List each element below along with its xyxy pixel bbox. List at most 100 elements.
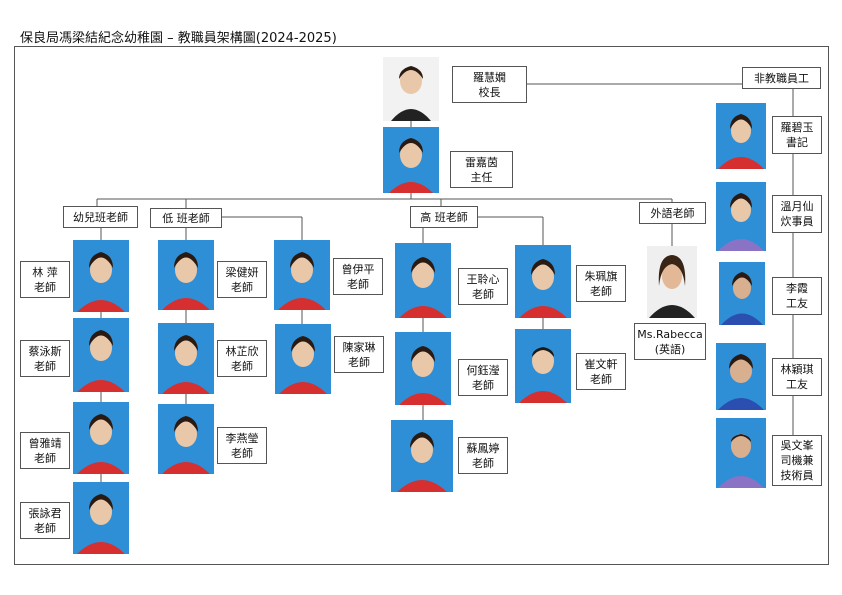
principal-role: 校長 [478, 85, 501, 99]
principal-name: 羅慧嫺 [473, 70, 506, 84]
staff-box-ho-yuk-ying: 何鈺瀅老師 [458, 359, 508, 396]
staff-box-ng-man-fung: 吳文峯司機兼技術員 [772, 435, 822, 486]
box-text: 老師 [348, 355, 370, 369]
group-foreign: 外語老師 [639, 202, 706, 224]
staff-box-chui-man-hin: 崔文軒老師 [576, 353, 626, 390]
box-text: 老師 [34, 451, 56, 465]
director-box: 雷嘉茵 主任 [450, 151, 513, 188]
box-text: 老師 [34, 359, 56, 373]
group-lower: 低 班老師 [150, 208, 222, 228]
box-text: 崔文軒 [584, 357, 618, 371]
box-text: 老師 [347, 277, 369, 291]
staff-box-leung-kin-yin: 梁健妍老師 [217, 261, 267, 298]
box-text: Ms.Rabecca [637, 327, 703, 341]
staff-box-tsang-yi-ping: 曾伊平老師 [333, 258, 383, 295]
staff-box-so-fung-ting: 蘇鳳婷老師 [458, 437, 508, 474]
box-text: 老師 [590, 372, 612, 386]
box-text: 老師 [34, 521, 56, 535]
box-text: 羅碧玉 [780, 121, 814, 134]
box-text: 何鈺瀅 [466, 363, 500, 377]
page-title: 保良局馮梁結紀念幼稚園 – 教職員架構圖(2024-2025) [20, 31, 337, 46]
teacher-photo [647, 246, 697, 318]
teacher-photo [73, 402, 129, 474]
staff-box-lee-yin-ying: 李燕瑩老師 [217, 427, 267, 464]
teacher-photo [73, 482, 129, 554]
box-text: 梁健妍 [225, 265, 259, 279]
box-text: 蔡泳斯 [28, 344, 62, 358]
box-text: 吳文峯 [780, 439, 814, 452]
teacher-photo [274, 240, 330, 310]
teacher-photo [158, 404, 214, 474]
principal-photo [383, 57, 439, 121]
staff-box-tsang-nga-ching: 曾雅靖老師 [20, 432, 70, 469]
box-text: 老師 [231, 446, 253, 460]
staff-photo [719, 262, 765, 325]
teacher-photo [73, 318, 129, 392]
box-text: 溫月仙 [780, 200, 814, 213]
staff-box-lam-chi-yan: 林芷欣老師 [217, 340, 267, 377]
staff-box-law-pik-yuk: 羅碧玉書記 [772, 116, 822, 154]
teacher-photo [515, 245, 571, 318]
box-text: 朱珮旗 [584, 269, 618, 283]
box-text: 司機兼 [780, 454, 814, 467]
box-text: 李霞 [786, 282, 808, 295]
group-nonteaching: 非教職員工 [742, 67, 821, 89]
teacher-photo [158, 323, 214, 394]
box-text: 老師 [472, 456, 494, 470]
box-text: 王聆心 [466, 272, 500, 286]
chart-frame [14, 46, 829, 565]
box-text: 林穎琪 [780, 363, 814, 376]
staff-box-rabecca: Ms.Rabecca(英語) [634, 323, 706, 360]
box-text: 低 班老師 [162, 211, 210, 225]
box-text: 老師 [472, 378, 494, 392]
box-text: 曾雅靖 [28, 436, 62, 450]
box-text: 老師 [34, 280, 56, 294]
staff-box-cheung-wing-kwan: 張詠君老師 [20, 502, 70, 539]
group-upper: 高 班老師 [410, 206, 478, 228]
staff-box-wong-ling-sum: 王聆心老師 [458, 268, 508, 305]
staff-box-wan-yuet-sin: 溫月仙炊事員 [772, 195, 822, 233]
box-text: 技術員 [780, 469, 814, 482]
staff-photo [716, 418, 766, 488]
staff-box-choi-wing-sze: 蔡泳斯老師 [20, 340, 70, 377]
principal-box: 羅慧嫺 校長 [452, 66, 527, 103]
staff-box-lee-hah: 李霞工友 [772, 277, 822, 315]
box-text: 陳家琳 [342, 340, 376, 354]
teacher-photo [515, 329, 571, 403]
teacher-photo [73, 240, 129, 312]
box-text: 蘇鳳婷 [466, 441, 500, 455]
staff-photo [716, 182, 766, 251]
box-text: 老師 [590, 284, 612, 298]
box-text: 外語老師 [650, 206, 695, 220]
box-text: 老師 [231, 359, 253, 373]
staff-box-lam-wing-kei: 林穎琪工友 [772, 358, 822, 396]
box-text: 李燕瑩 [225, 431, 259, 445]
box-text: 幼兒班老師 [73, 210, 128, 224]
teacher-photo [275, 324, 331, 394]
box-text: 炊事員 [780, 215, 814, 228]
box-text: 工友 [786, 297, 808, 310]
box-text: 老師 [231, 280, 253, 294]
box-text: 老師 [472, 287, 494, 301]
box-text: (英語) [654, 342, 686, 356]
group-nursery: 幼兒班老師 [63, 206, 138, 228]
teacher-photo [395, 243, 451, 318]
teacher-photo [158, 240, 214, 310]
box-text: 張詠君 [28, 506, 62, 520]
director-role: 主任 [470, 170, 493, 184]
box-text: 工友 [786, 378, 808, 391]
box-text: 高 班老師 [420, 210, 468, 224]
staff-box-chan-ka-lam: 陳家琳老師 [334, 336, 384, 373]
box-text: 曾伊平 [341, 262, 375, 276]
teacher-photo [395, 332, 451, 405]
teacher-photo [391, 420, 453, 492]
box-text: 林 萍 [32, 265, 58, 279]
staff-box-lin-ping: 林 萍老師 [20, 261, 70, 298]
box-text: 書記 [786, 136, 808, 149]
box-text: 林芷欣 [225, 344, 259, 358]
box-text: 非教職員工 [754, 71, 809, 85]
staff-box-chu-pui-kei: 朱珮旗老師 [576, 265, 626, 302]
staff-photo [716, 103, 766, 169]
director-name: 雷嘉茵 [465, 155, 498, 169]
